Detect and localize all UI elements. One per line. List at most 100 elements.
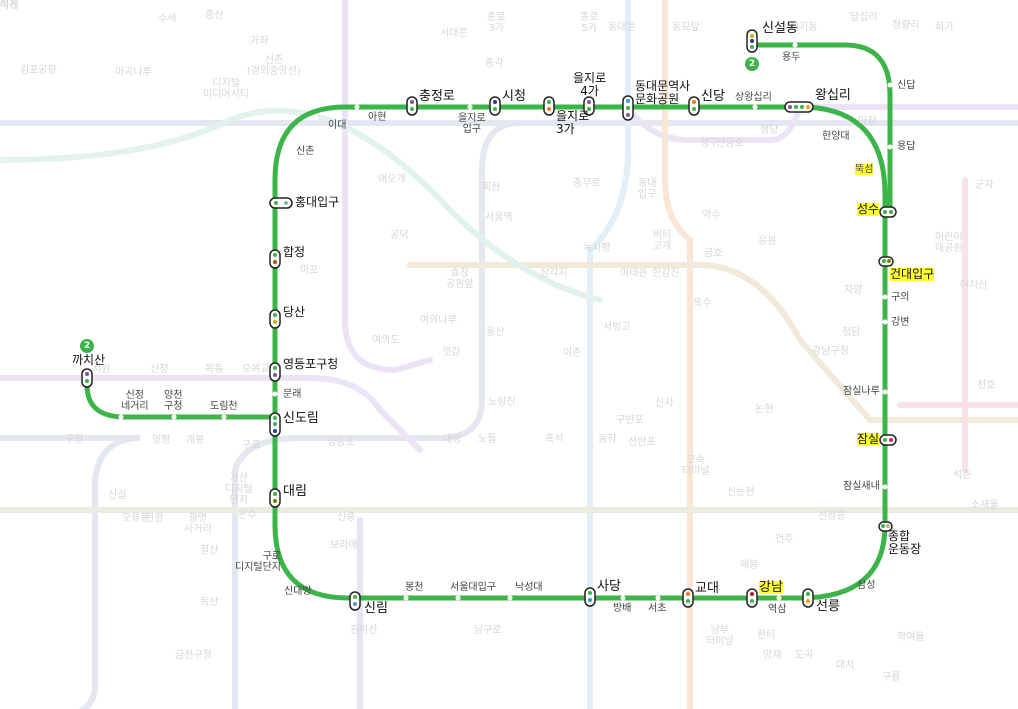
background-station-label: 샛강 bbox=[442, 347, 461, 358]
station-ahyeon[interactable]: 아현 bbox=[368, 112, 387, 123]
station-chungjeongno[interactable]: 충정로 bbox=[419, 89, 455, 104]
station-guui[interactable]: 구의 bbox=[891, 292, 910, 303]
station-jamsilnaru[interactable]: 잠실나루 bbox=[843, 386, 880, 397]
background-station-label: 신촌 (경의중앙선) bbox=[247, 55, 301, 77]
background-station-label: 답십리 bbox=[850, 12, 878, 23]
station-sindang-marker bbox=[688, 96, 700, 116]
background-station-label: 회현 bbox=[482, 182, 501, 193]
background-station-label: 논현 bbox=[755, 404, 774, 415]
station-euljiro-ipgu[interactable]: 을지로 입구 bbox=[458, 113, 486, 135]
station-hongik-marker bbox=[269, 197, 293, 209]
background-station-label: 청량리 bbox=[892, 20, 920, 31]
background-station-label: 종각 bbox=[485, 58, 504, 69]
station-seocho[interactable]: 서초 bbox=[648, 603, 667, 614]
station-yeongdeungpo-gu-office[interactable]: 영등포구청 bbox=[283, 357, 339, 371]
station-konkuk-univ[interactable]: 건대입구 bbox=[890, 267, 935, 281]
background-station-label: 천왕 bbox=[145, 513, 164, 524]
minor-station-dots bbox=[118, 42, 893, 601]
background-station-label: 마곡나루 bbox=[115, 67, 152, 78]
line-2-loop bbox=[272, 104, 888, 601]
background-station-label: 목동 bbox=[205, 364, 224, 375]
station-yangcheon-gu-office[interactable]: 양천 구청 bbox=[164, 390, 183, 412]
background-station-label: 신반포 bbox=[628, 437, 656, 448]
background-station-label: 동작 bbox=[598, 434, 617, 445]
station-yongdap[interactable]: 용답 bbox=[897, 141, 916, 152]
station-wangsimni[interactable]: 왕십리 bbox=[815, 88, 851, 103]
station-ydpgu-marker bbox=[269, 362, 281, 382]
background-station-label: 신사 bbox=[655, 398, 674, 409]
station-hongik-univ[interactable]: 홍대입구 bbox=[295, 195, 340, 209]
line-5-background bbox=[0, 375, 423, 453]
background-station-label: 노량진 bbox=[488, 397, 516, 408]
station-sindorim[interactable]: 신도림 bbox=[283, 411, 319, 426]
background-station-label: 여의도 bbox=[372, 335, 400, 346]
station-sicheong[interactable]: 시청 bbox=[502, 89, 526, 104]
station-sinseoldong[interactable]: 신설동 bbox=[762, 21, 798, 36]
station-euljiro3-marker bbox=[543, 96, 555, 116]
station-sillim[interactable]: 신림 bbox=[364, 601, 388, 616]
background-station-label: 이촌 bbox=[563, 348, 582, 359]
station-gyodae-marker bbox=[682, 588, 694, 608]
background-station-label: 여의나루 bbox=[420, 315, 457, 326]
station-snu-entrance[interactable]: 서울대입구 bbox=[450, 582, 496, 593]
background-station-label: 광명 사거리 bbox=[184, 513, 212, 535]
station-sindaebang[interactable]: 신대방 bbox=[284, 586, 312, 597]
background-station-label: 김포공항 bbox=[20, 65, 57, 76]
station-sports-complex[interactable]: 종합 운동장 bbox=[888, 529, 922, 556]
station-seolleung[interactable]: 선릉 bbox=[816, 599, 840, 614]
station-kkachisan[interactable]: 까치산 bbox=[72, 353, 106, 367]
background-station-label: 마장 bbox=[858, 116, 877, 127]
background-station-label: 신논현 bbox=[727, 487, 755, 498]
station-yeoksam[interactable]: 역삼 bbox=[768, 604, 787, 615]
station-seongsu[interactable]: 성수 bbox=[857, 202, 880, 216]
station-dorimcheon[interactable]: 도림천 bbox=[210, 401, 238, 412]
gyeongui-background bbox=[0, 107, 603, 303]
background-station-label: 언주 bbox=[775, 534, 794, 545]
station-gangnam[interactable]: 강남 bbox=[759, 580, 783, 595]
line-5-background-north bbox=[342, 0, 433, 374]
background-station-label: 양평 bbox=[152, 435, 171, 446]
background-station-label: 용산 bbox=[486, 327, 505, 338]
station-dangsan[interactable]: 당산 bbox=[283, 305, 306, 319]
station-hanyang-univ[interactable]: 한양대 bbox=[822, 131, 850, 142]
line-2-badge: 2 bbox=[745, 57, 759, 71]
station-gangnam-marker bbox=[746, 588, 758, 608]
background-station-label: 행당 bbox=[760, 125, 779, 136]
station-ddp[interactable]: 동대문역사 문화공원 bbox=[635, 79, 691, 106]
background-station-label: 금호 bbox=[704, 248, 723, 259]
background-station-label: 어린이 대공원 bbox=[935, 232, 963, 254]
station-sindang[interactable]: 신당 bbox=[701, 89, 725, 104]
line-9-background bbox=[407, 262, 1018, 423]
station-jamsil[interactable]: 잠실 bbox=[857, 432, 880, 446]
station-bangbae[interactable]: 방배 bbox=[613, 603, 632, 614]
station-sangwangsimni[interactable]: 상왕십리 bbox=[735, 92, 772, 103]
background-station-label: 양재 bbox=[763, 650, 782, 661]
background-station-label: 고속 터미널 bbox=[682, 455, 710, 477]
station-daerim[interactable]: 대림 bbox=[283, 484, 307, 499]
station-dangsan-marker bbox=[269, 309, 281, 329]
station-gyodae[interactable]: 교대 bbox=[695, 581, 719, 596]
background-station-label: 구반포 bbox=[616, 415, 644, 426]
station-ttukseom[interactable]: 뚝섬 bbox=[855, 164, 874, 175]
station-euljiro3ga[interactable]: 을지로 3가 bbox=[556, 109, 590, 136]
station-bongcheon[interactable]: 봉천 bbox=[405, 582, 424, 593]
station-sicheong-marker bbox=[489, 96, 501, 116]
station-mullae[interactable]: 문래 bbox=[283, 389, 302, 400]
station-nakseongdae[interactable]: 낙성대 bbox=[515, 582, 543, 593]
station-guro-digital[interactable]: 구로 디지털단지 bbox=[235, 551, 281, 573]
station-hapjeong[interactable]: 합정 bbox=[283, 245, 306, 259]
station-ewha[interactable]: 이대 bbox=[328, 120, 347, 131]
station-sinchon[interactable]: 신촌 bbox=[296, 146, 315, 157]
station-samseong[interactable]: 삼성 bbox=[857, 580, 876, 591]
station-sadang[interactable]: 사당 bbox=[597, 579, 621, 594]
station-euljiro4ga[interactable]: 을지로 4가 bbox=[573, 71, 607, 98]
station-jamsilsaenae[interactable]: 잠실새내 bbox=[843, 481, 880, 492]
station-gangbyeon[interactable]: 강변 bbox=[891, 317, 910, 328]
station-sindap[interactable]: 신답 bbox=[897, 80, 916, 91]
background-station-label: 마천 bbox=[0, 0, 19, 11]
station-yongdu[interactable]: 용두 bbox=[782, 52, 801, 63]
station-sinjeong-negeori[interactable]: 신정 네거리 bbox=[121, 390, 149, 412]
station-sadang-marker bbox=[584, 587, 596, 607]
background-station-label: 신금호 bbox=[716, 138, 744, 149]
